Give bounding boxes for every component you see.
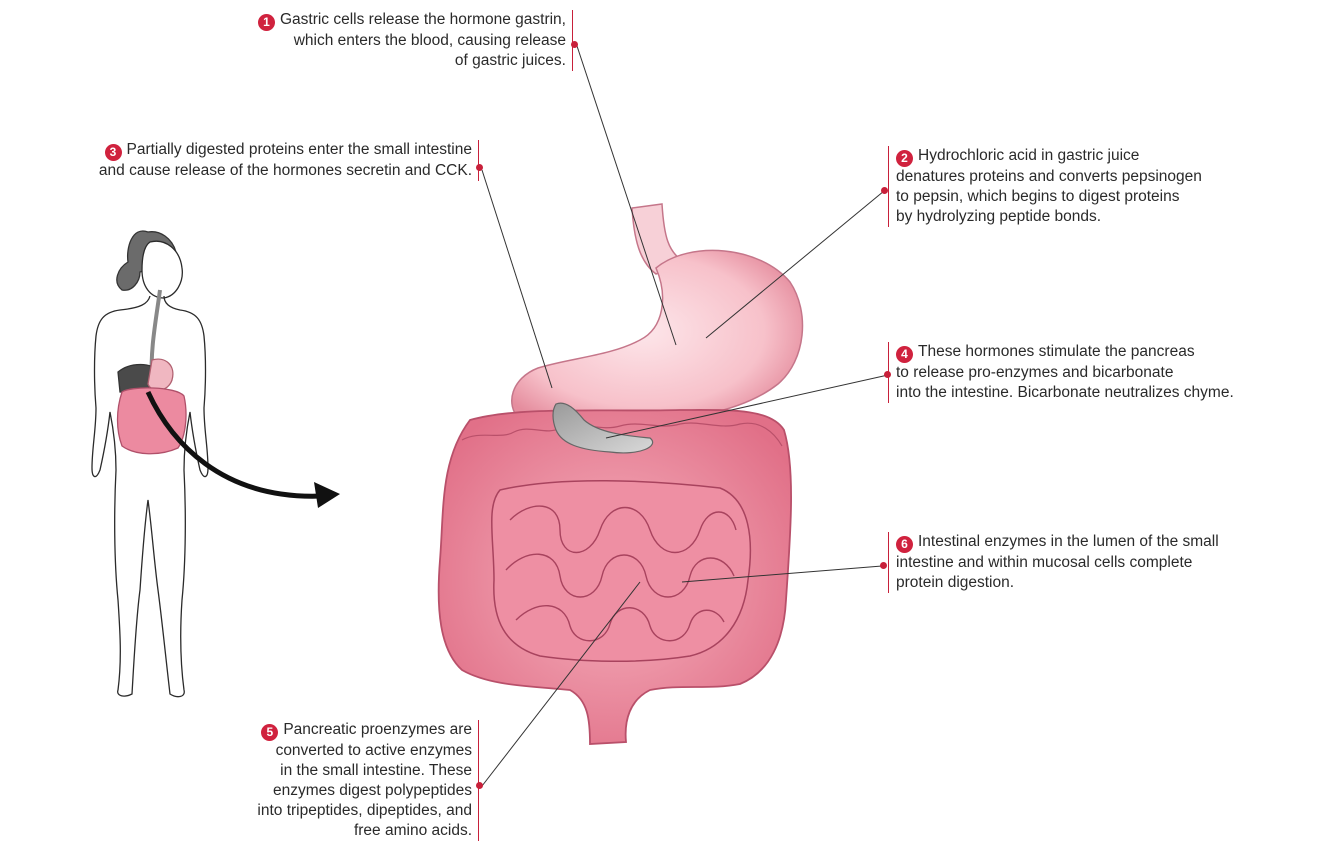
callout-step-1-dot bbox=[571, 41, 578, 48]
step-2-line-2: denatures proteins and converts pepsinog… bbox=[896, 167, 1202, 187]
step-2-badge: 2 bbox=[896, 150, 913, 167]
callout-step-4-dot bbox=[884, 371, 891, 378]
human-figure bbox=[92, 231, 208, 697]
callout-step-6-dot bbox=[880, 562, 887, 569]
step-5-line-6: free amino acids. bbox=[257, 821, 472, 841]
step-2-line-4: by hydrolyzing peptide bonds. bbox=[896, 207, 1202, 227]
figure-stomach bbox=[148, 359, 173, 390]
step-1-line-3: of gastric juices. bbox=[258, 51, 566, 71]
callout-step-5: 5 Pancreatic proenzymes are converted to … bbox=[257, 720, 479, 841]
callout-step-2: 2 Hydrochloric acid in gastric juice dena… bbox=[888, 146, 1202, 227]
step-6-badge: 6 bbox=[896, 536, 913, 553]
step-6-line-1: Intestinal enzymes in the lumen of the s… bbox=[918, 533, 1219, 550]
callout-step-4: 4 These hormones stimulate the pancreas t… bbox=[888, 342, 1234, 403]
callout-step-6: 6 Intestinal enzymes in the lumen of the … bbox=[888, 532, 1219, 593]
callout-step-1: 1 Gastric cells release the hormone gastr… bbox=[258, 10, 573, 71]
step-5-line-1: Pancreatic proenzymes are bbox=[283, 721, 472, 738]
callout-step-2-dot bbox=[881, 187, 888, 194]
callout-step-5-dot bbox=[476, 782, 483, 789]
step-6-line-2: intestine and within mucosal cells compl… bbox=[896, 553, 1219, 573]
step-1-badge: 1 bbox=[258, 14, 275, 31]
step-4-line-1: These hormones stimulate the pancreas bbox=[918, 343, 1195, 360]
stomach bbox=[512, 250, 803, 430]
step-5-badge: 5 bbox=[261, 724, 278, 741]
leader-3 bbox=[482, 170, 552, 388]
step-4-line-2: to release pro-enzymes and bicarbonate bbox=[896, 363, 1234, 383]
digestive-organs bbox=[439, 204, 803, 744]
step-2-line-1: Hydrochloric acid in gastric juice bbox=[918, 147, 1139, 164]
leader-1 bbox=[577, 46, 676, 345]
callout-step-3-dot bbox=[476, 164, 483, 171]
pointer-arrowhead bbox=[314, 482, 340, 508]
step-5-line-4: enzymes digest polypeptides bbox=[257, 781, 472, 801]
step-4-line-3: into the intestine. Bicarbonate neutrali… bbox=[896, 383, 1234, 403]
figure-head bbox=[142, 241, 182, 298]
step-6-line-3: protein digestion. bbox=[896, 573, 1219, 593]
step-2-line-3: to pepsin, which begins to digest protei… bbox=[896, 187, 1202, 207]
step-1-line-2: which enters the blood, causing release bbox=[258, 31, 566, 51]
step-4-badge: 4 bbox=[896, 346, 913, 363]
step-1-line-1: Gastric cells release the hormone gastri… bbox=[280, 11, 566, 28]
step-3-line-1: Partially digested proteins enter the sm… bbox=[127, 141, 473, 158]
step-3-line-2: and cause release of the hormones secret… bbox=[99, 161, 472, 181]
step-3-badge: 3 bbox=[105, 144, 122, 161]
callout-step-3: 3 Partially digested proteins enter the s… bbox=[99, 140, 479, 181]
step-5-line-5: into tripeptides, dipeptides, and bbox=[257, 801, 472, 821]
step-5-line-3: in the small intestine. These bbox=[257, 761, 472, 781]
step-5-line-2: converted to active enzymes bbox=[257, 741, 472, 761]
